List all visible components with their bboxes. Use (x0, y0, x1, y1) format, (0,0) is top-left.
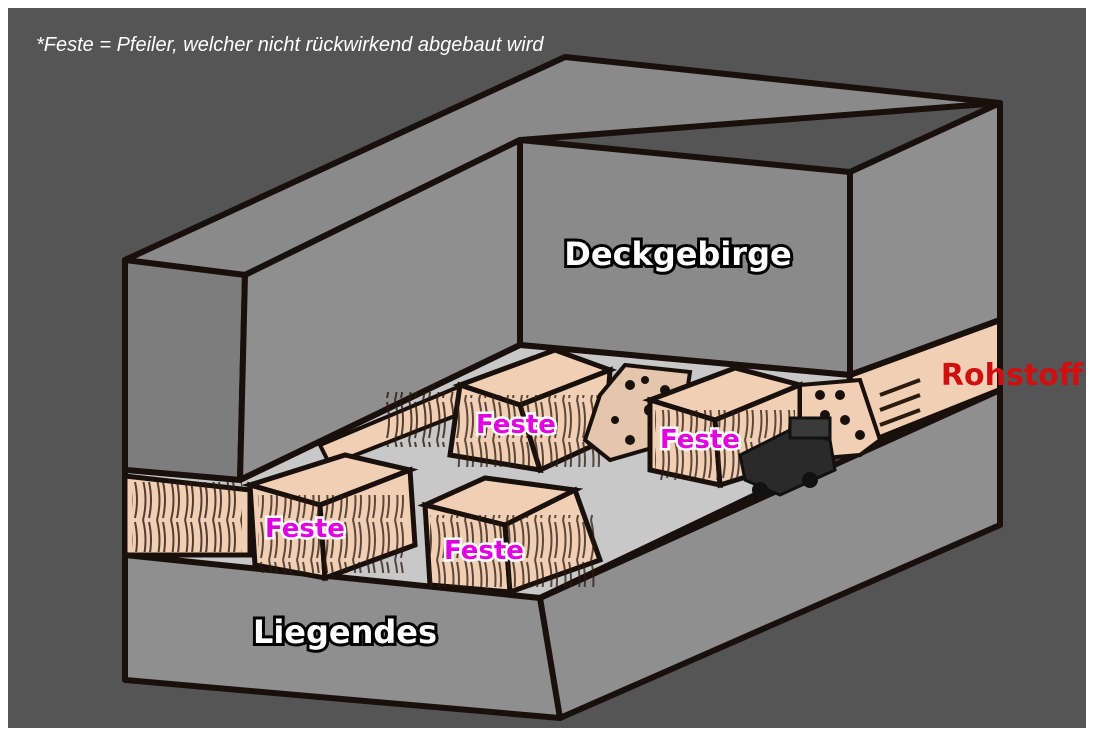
pillar-4 (425, 478, 600, 592)
pillar-label-1: Feste (476, 410, 556, 440)
resource-label: Rohstoff (941, 358, 1084, 393)
footnote: *Feste = Pfeiler, welcher nicht rückwirk… (36, 32, 556, 58)
pillar-label-3: Feste (265, 514, 345, 544)
overburden-label: Deckgebirge (564, 235, 791, 273)
left-wall-front (125, 260, 245, 480)
footwall-label: Liegendes (253, 613, 437, 651)
pillar-label-4: Feste (444, 536, 524, 566)
pillar-label-2: Feste (660, 425, 740, 455)
